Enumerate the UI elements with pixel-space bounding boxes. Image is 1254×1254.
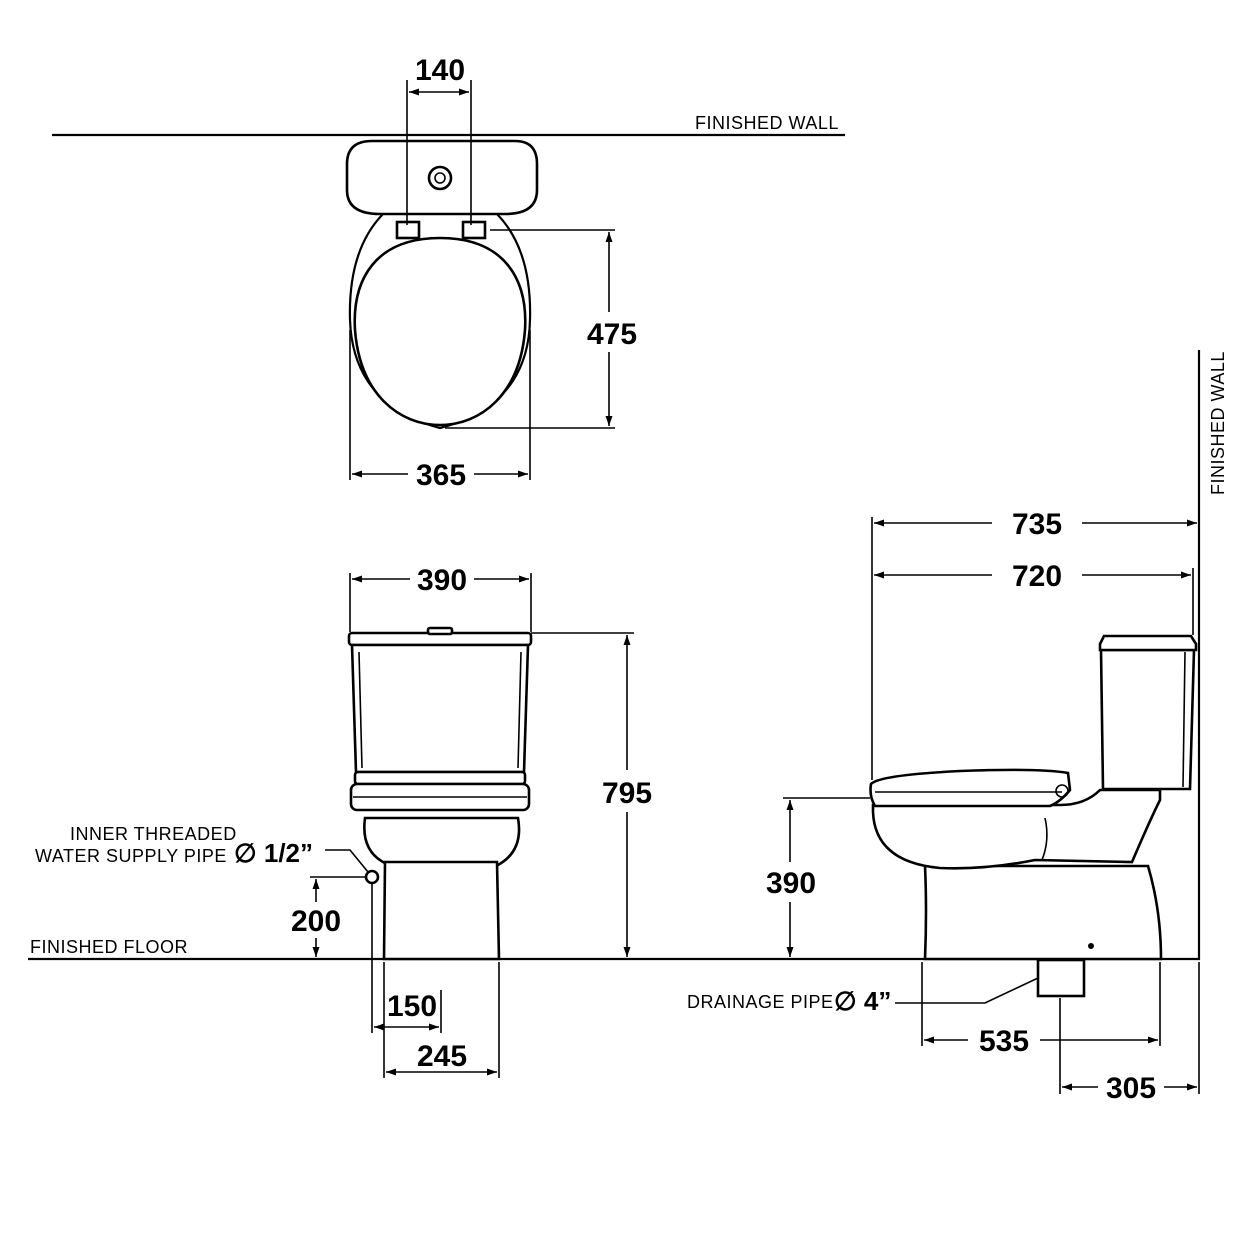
leader-drainage [895,977,1039,1004]
flush-button-inner-icon [434,172,446,184]
side-tank [1099,648,1196,791]
seat-hinge-left [395,220,421,240]
front-tank [350,643,530,774]
front-tank-edge-right [517,651,522,769]
dim-245-text: 245 [417,1040,467,1073]
front-flush-button [426,626,454,636]
front-pedestal [382,860,501,961]
finished-floor-label: FINISHED FLOOR [30,937,188,957]
side-pedestal [923,864,1163,961]
front-tank-edge-left [358,651,363,769]
inner-threaded-label-1: INNER THREADED [70,824,237,844]
front-view: FINISHED FLOOR INNER THREADED WATER SUPP… [28,564,1200,1078]
top-seat-lid [353,236,527,427]
finished-wall-label-top: FINISHED WALL [695,113,839,133]
dim-200-text: 200 [291,905,341,938]
dim-535-text: 535 [979,1025,1029,1058]
dim-305-text: 305 [1106,1072,1156,1105]
drainage-pipe-label: DRAINAGE PIPE [687,992,834,1012]
flush-button-icon [427,165,453,191]
side-view: FINISHED WALL DRAINAGE PIPE ∅ 4” 735 720 [687,350,1228,1105]
side-trapway [1041,817,1048,861]
top-view: FINISHED WALL 140 475 365 [52,54,845,492]
side-tank-lid [1098,634,1198,652]
front-tank-base [353,770,527,786]
dim-795-text: 795 [602,777,652,810]
leader-supply-pipe [325,849,369,873]
dim-475-text: 475 [587,318,637,351]
dim-390s-text: 390 [766,867,816,900]
inner-threaded-size: ∅ 1/2” [234,838,313,868]
dim-390f-text: 390 [417,564,467,597]
drainage-pipe [1036,958,1086,998]
finished-wall-label-side: FINISHED WALL [1208,351,1228,495]
inner-threaded-label-2: WATER SUPPLY PIPE [35,846,227,866]
dim-140-text: 140 [415,54,465,87]
dim-365-text: 365 [416,459,466,492]
drain-marker-dot [1088,943,1094,949]
dim-720-text: 720 [1012,560,1062,593]
dim-735-text: 735 [1012,508,1062,541]
side-tank-edge [1182,651,1186,788]
side-bowl [871,788,1162,870]
dim-150-text: 150 [387,990,437,1023]
seat-hinge-right [461,220,487,240]
front-bowl [363,816,521,868]
top-bowl-outline [348,213,532,430]
water-supply-pipe-icon [364,869,380,885]
drainage-pipe-size: ∅ 4” [834,986,891,1016]
side-hinge-icon [1055,784,1069,798]
side-seat [869,768,1072,808]
